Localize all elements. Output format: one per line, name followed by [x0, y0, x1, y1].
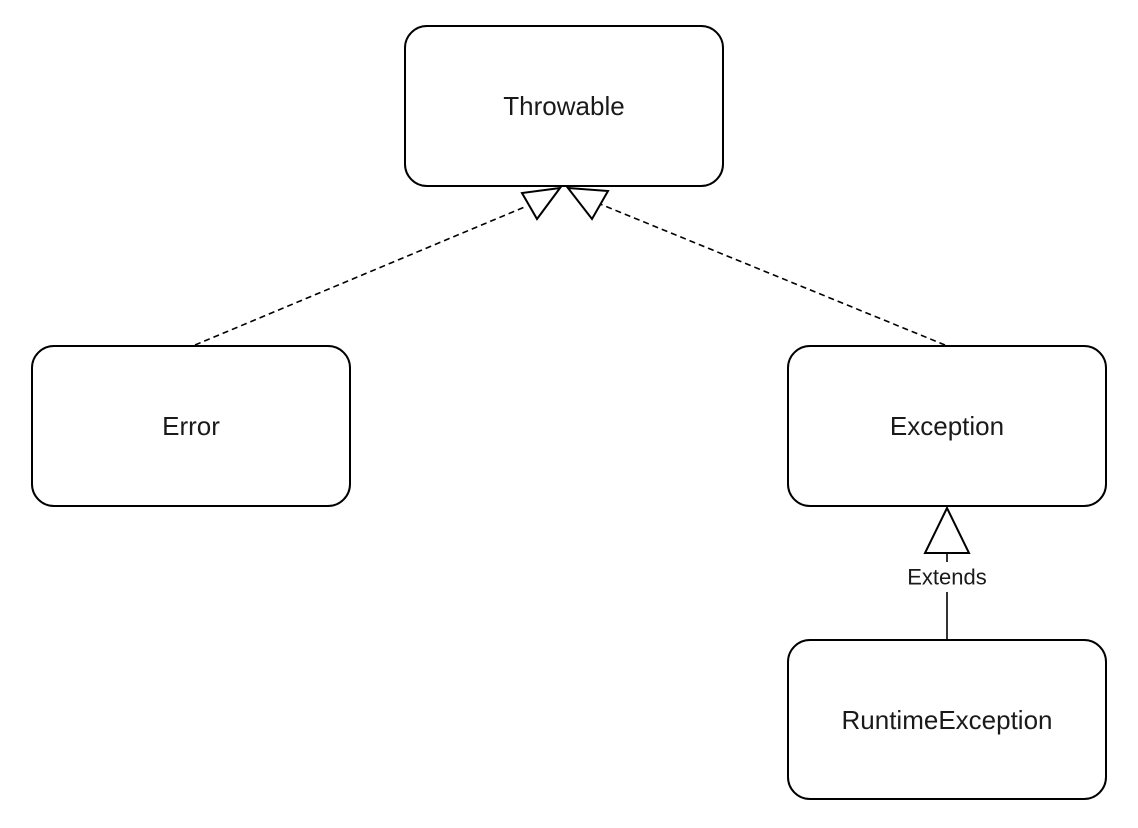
node-label-error: Error	[162, 411, 220, 441]
node-label-runtime-exception: RuntimeException	[842, 705, 1053, 735]
edge-label-extends: Extends	[907, 565, 987, 590]
node-runtime-exception[interactable]: RuntimeException	[787, 639, 1107, 800]
hollow-triangle-arrowhead	[565, 186, 610, 221]
hollow-triangle-arrowhead	[520, 186, 563, 221]
node-error[interactable]: Error	[31, 345, 351, 507]
edge-exception-to-throwable	[565, 186, 946, 346]
node-throwable[interactable]: Throwable	[404, 25, 724, 187]
edge-runtime-exception-to-exception: Extends	[895, 505, 1001, 640]
edge-error-to-throwable	[194, 186, 563, 346]
node-label-throwable: Throwable	[503, 91, 624, 121]
node-label-exception: Exception	[890, 411, 1004, 441]
node-exception[interactable]: Exception	[787, 345, 1107, 507]
hollow-triangle-arrowhead	[923, 505, 971, 554]
